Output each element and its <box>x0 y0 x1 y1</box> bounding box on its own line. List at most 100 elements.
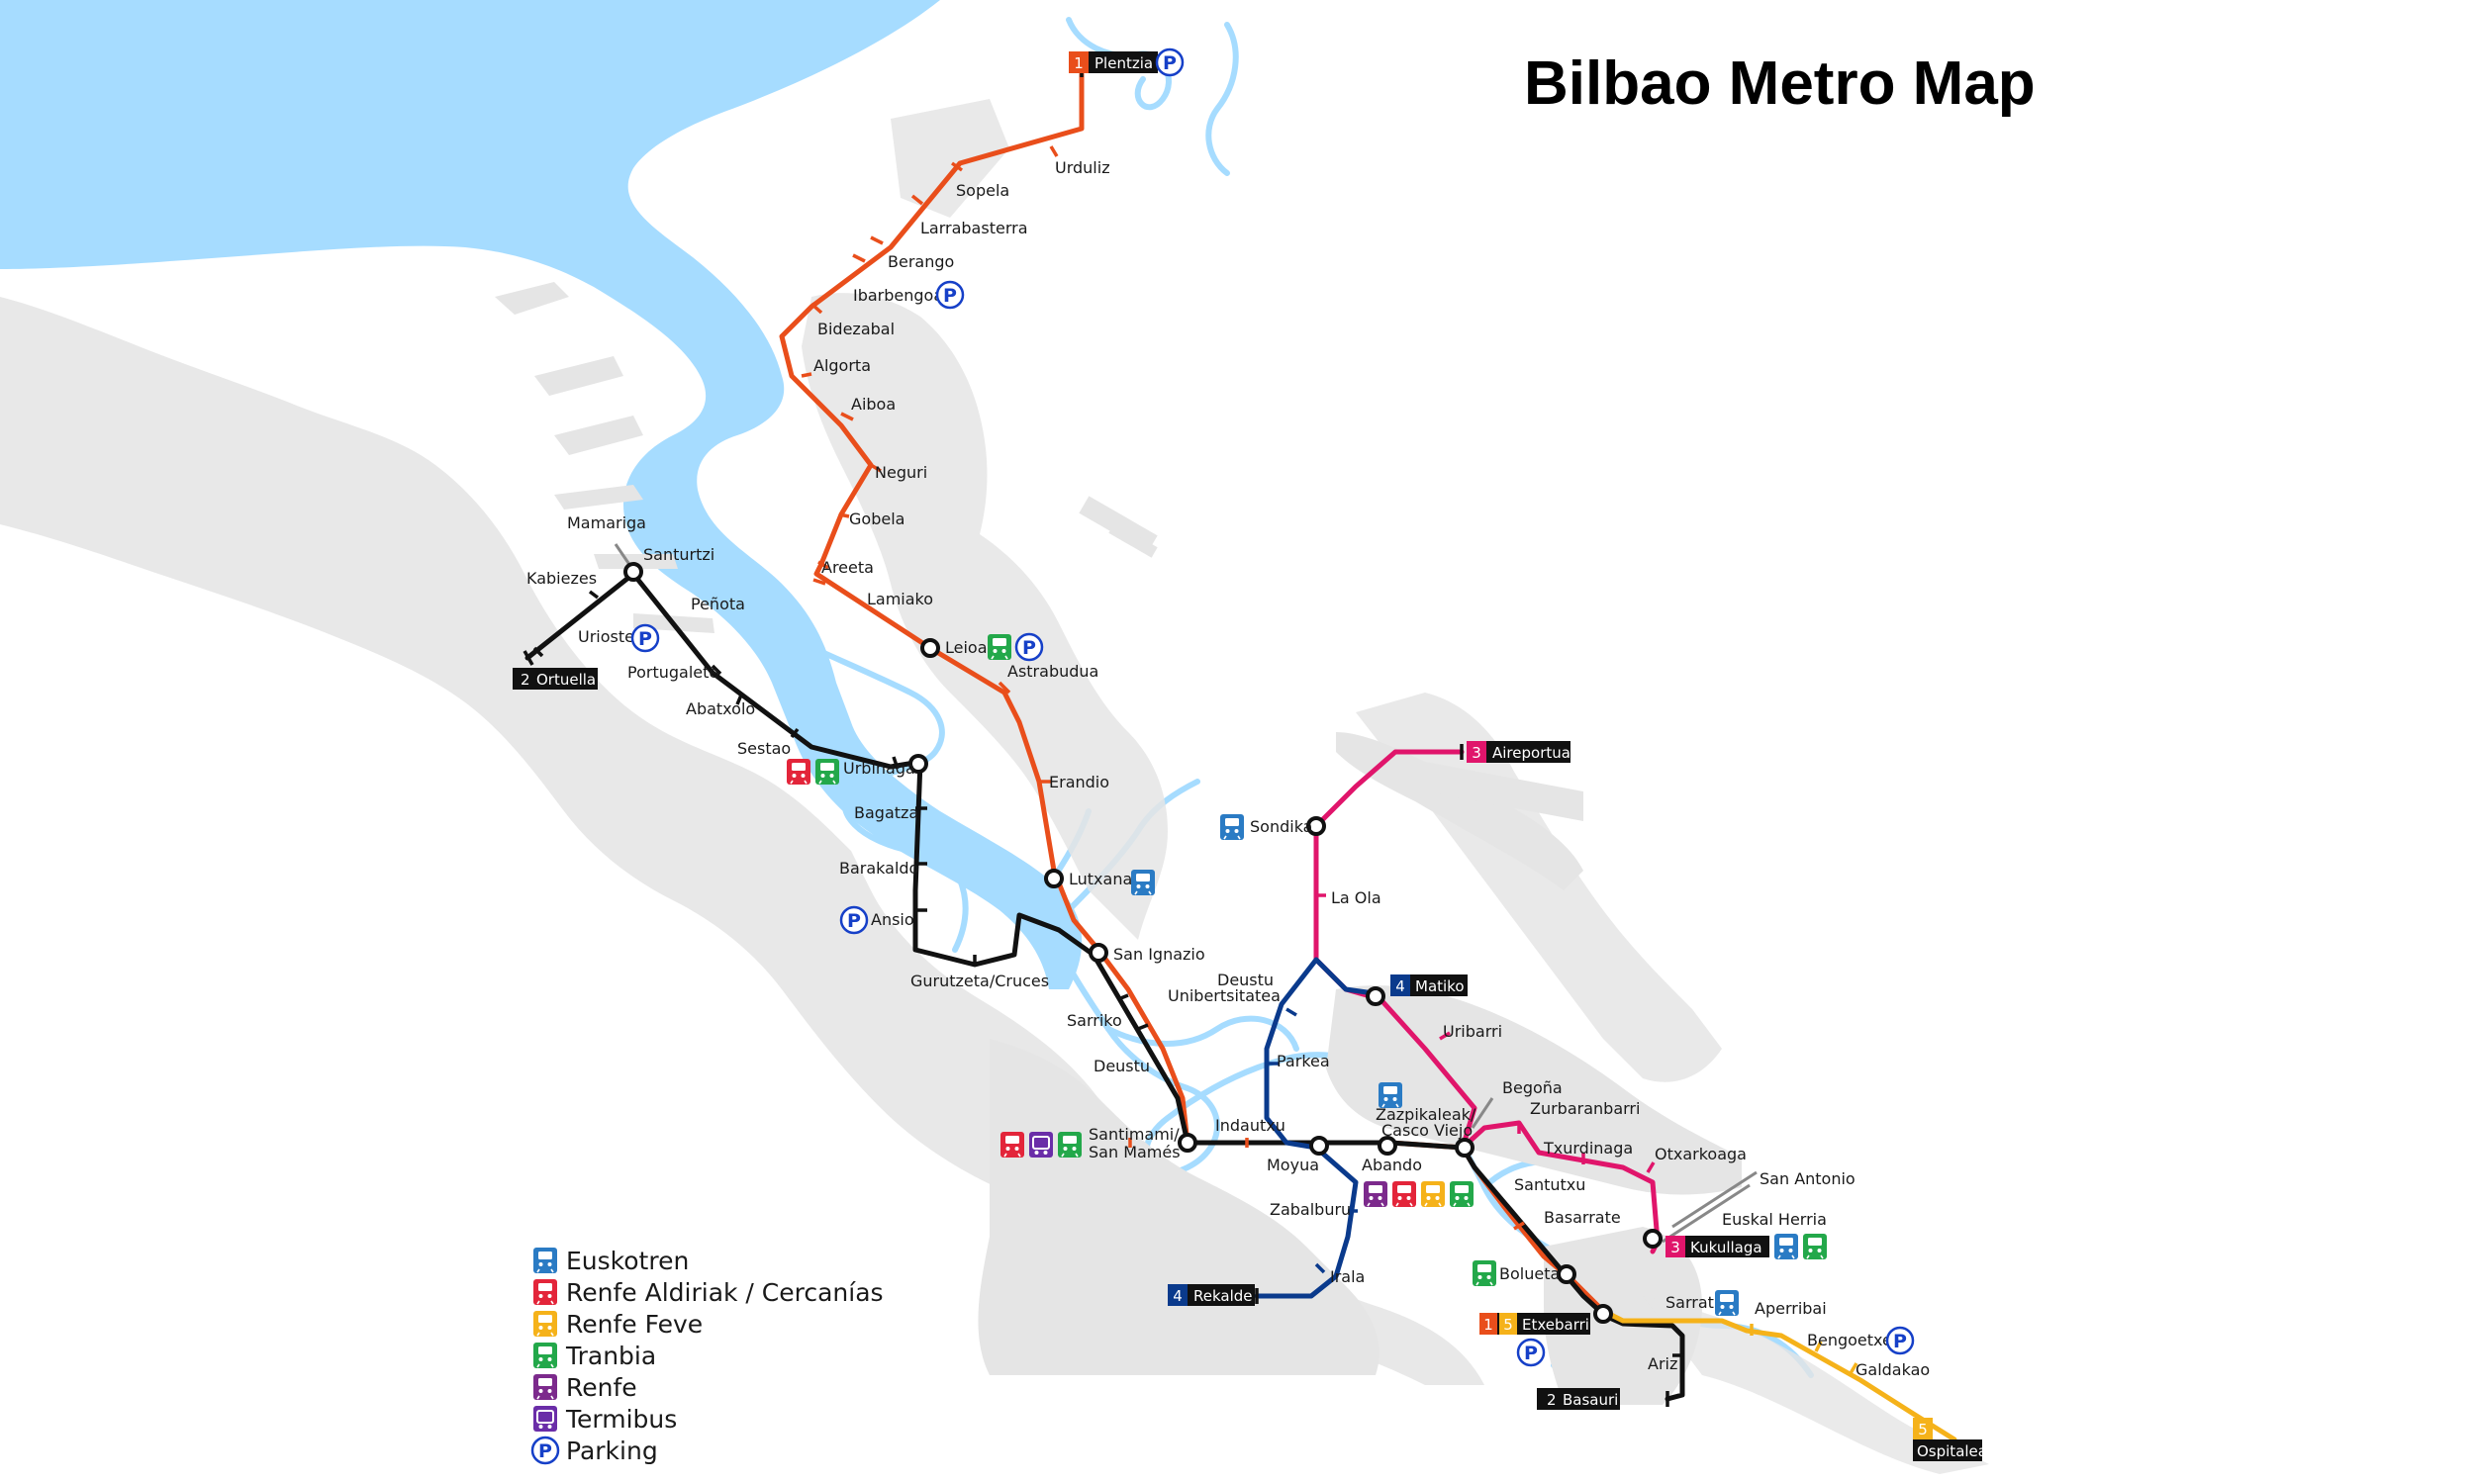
station-areeta: Areeta <box>821 558 874 577</box>
station-txurdinaga: Txurdinaga <box>1543 1139 1633 1158</box>
station-zurbaranbarri: Zurbaranbarri <box>1530 1099 1640 1118</box>
station-euskal-herria: Euskal Herria <box>1722 1210 1827 1229</box>
station-barakaldo: Barakaldo <box>839 859 918 878</box>
interchange-santimami <box>1178 1133 1197 1153</box>
station-labels: Urduliz Sopela Larrabasterra Berango Iba… <box>526 158 1930 1379</box>
svg-text:5: 5 <box>1503 1316 1513 1334</box>
station-bagatza: Bagatza <box>854 803 918 822</box>
station-sondika: Sondika <box>1250 817 1312 836</box>
station-leioa: Leioa <box>945 638 988 657</box>
euskotren-icon <box>532 1247 558 1274</box>
terminal-aireportua: 3 Aireportua <box>1467 741 1570 763</box>
svg-text:Rekalde: Rekalde <box>1193 1287 1253 1305</box>
legend-label: Tranbia <box>565 1342 656 1370</box>
euskotren-icon <box>1130 869 1156 896</box>
svg-text:1: 1 <box>1483 1316 1493 1334</box>
interchange-leioa <box>920 638 940 658</box>
station-sarriko: Sarriko <box>1067 1011 1122 1030</box>
euskotren-icon <box>1714 1289 1740 1317</box>
interchange-santurtzi <box>623 562 643 582</box>
station-lamiako: Lamiako <box>867 590 933 608</box>
station-bidezabal: Bidezabal <box>817 320 895 338</box>
station-deustu: Deustu <box>1094 1057 1150 1075</box>
station-begona: Begoña <box>1502 1078 1563 1097</box>
docks <box>495 99 1583 890</box>
renfe-feve-icon <box>1420 1180 1446 1208</box>
svg-text:Aireportua: Aireportua <box>1492 744 1570 762</box>
station-erandio: Erandio <box>1049 773 1109 791</box>
termibus-icon <box>532 1405 558 1433</box>
station-galdakao: Galdakao <box>1856 1360 1930 1379</box>
legend-label: Euskotren <box>566 1247 689 1275</box>
station-san-ignazio: San Ignazio <box>1113 945 1205 964</box>
interchange-urbinaga <box>908 754 928 774</box>
parking-icon <box>839 905 869 935</box>
station-deustu-unibertsitatea-2: Unibertsitatea <box>1168 986 1281 1005</box>
station-abando: Abando <box>1362 1156 1422 1174</box>
svg-text:Plentzia: Plentzia <box>1094 54 1153 72</box>
station-aiboa: Aiboa <box>851 395 896 414</box>
interchange-sondika <box>1306 816 1326 836</box>
interchange-bolueta <box>1557 1264 1576 1284</box>
terminal-ospitalea: 5 Ospitalea <box>1913 1418 1987 1461</box>
legend: Euskotren Renfe Aldiriak / Cercanías Ren… <box>530 1247 884 1465</box>
station-larrabasterra: Larrabasterra <box>920 219 1028 237</box>
station-penota: Peñota <box>691 595 745 613</box>
euskotren-icon <box>1219 813 1245 841</box>
station-urioste: Urioste <box>578 627 634 646</box>
svg-text:Ospitalea: Ospitalea <box>1917 1442 1987 1460</box>
tranbia-icon <box>1802 1233 1828 1260</box>
station-sarratu: Sarratu <box>1665 1293 1724 1312</box>
station-san-antonio: San Antonio <box>1760 1169 1856 1188</box>
svg-text:Ortuella: Ortuella <box>536 671 596 689</box>
station-sestao: Sestao <box>737 739 791 758</box>
tranbia-icon <box>1472 1259 1497 1287</box>
renfe-cercanias-icon <box>999 1131 1025 1159</box>
station-abatxolo: Abatxolo <box>686 699 755 718</box>
legend-label: Termibus <box>565 1405 677 1434</box>
interchange-etxebarri <box>1593 1304 1613 1324</box>
svg-text:Basauri: Basauri <box>1563 1391 1618 1409</box>
station-ticks <box>523 61 1858 1407</box>
station-zabalburu: Zabalburu <box>1270 1200 1351 1219</box>
station-deustu-unibertsitatea-1: Deustu <box>1217 971 1274 989</box>
legend-label: Renfe Aldiriak / Cercanías <box>566 1278 884 1307</box>
station-mamariga: Mamariga <box>567 513 646 532</box>
svg-text:4: 4 <box>1395 977 1405 995</box>
interchange-san-ignazio <box>1089 943 1108 963</box>
station-gobela: Gobela <box>849 510 904 528</box>
water-estuary <box>0 0 1083 989</box>
parking-icon <box>630 623 660 653</box>
station-moyua: Moyua <box>1267 1156 1319 1174</box>
station-zazpikaleak: Zazpikaleak/ <box>1376 1105 1476 1124</box>
map-title: Bilbao Metro Map <box>1524 49 2036 118</box>
station-astrabudua: Astrabudua <box>1007 662 1098 681</box>
interchange-lutxana <box>1044 869 1064 888</box>
station-gurutzeta: Gurutzeta/Cruces <box>910 972 1049 990</box>
renfe-icon <box>532 1373 558 1401</box>
parking-icon <box>530 1436 560 1465</box>
terminal-basauri: 2 Basauri <box>1537 1388 1620 1410</box>
svg-text:2: 2 <box>521 671 530 689</box>
station-irala: Irala <box>1330 1267 1365 1286</box>
terminal-ortuella: 2 Ortuella <box>513 668 598 690</box>
svg-text:Etxebarri: Etxebarri <box>1522 1316 1589 1334</box>
interchange-abando <box>1378 1136 1397 1156</box>
station-santutxu: Santutxu <box>1514 1175 1585 1194</box>
station-portugalete: Portugalete <box>627 663 718 682</box>
parking-icon <box>1014 632 1044 662</box>
tranbia-icon <box>987 633 1012 661</box>
legend-label: Renfe <box>566 1373 637 1402</box>
svg-text:1: 1 <box>1074 54 1084 72</box>
station-urbinaga: Urbinaga <box>843 759 915 778</box>
renfe-icon <box>1363 1180 1388 1208</box>
interchanges <box>623 562 1663 1324</box>
station-basarrate: Basarrate <box>1544 1208 1621 1227</box>
station-aperribai: Aperribai <box>1755 1299 1827 1318</box>
line-5 <box>1600 1308 1957 1442</box>
station-santurtzi: Santurtzi <box>643 545 714 564</box>
station-uribarri: Uribarri <box>1443 1022 1502 1041</box>
station-sopela: Sopela <box>956 181 1009 200</box>
terminal-kukullaga: 3 Kukullaga <box>1665 1233 1828 1260</box>
terminal-matiko: 4 Matiko <box>1390 974 1468 996</box>
